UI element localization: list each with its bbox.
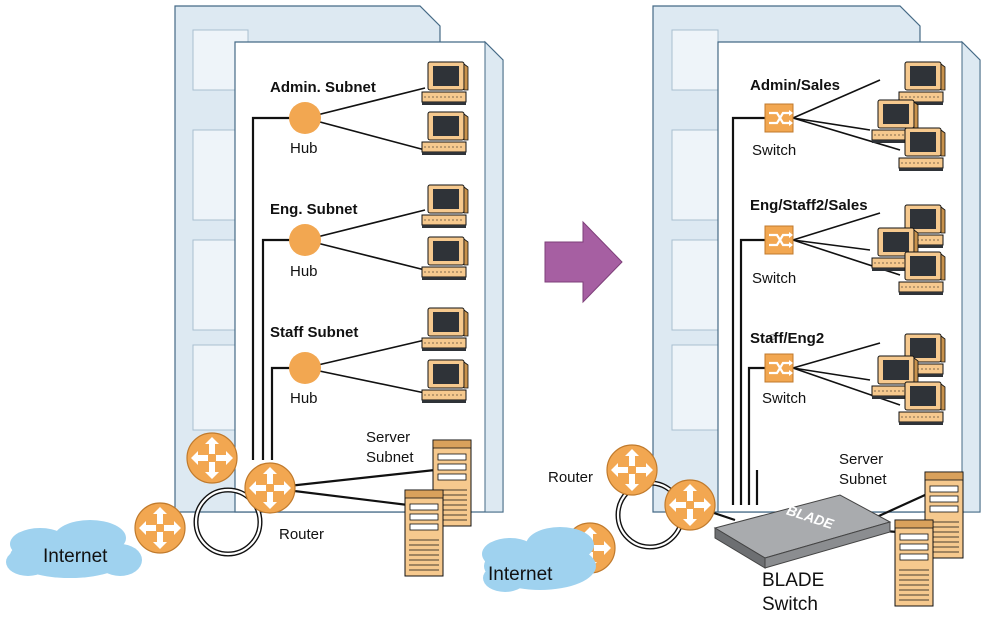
blade-switch-label: Switch <box>762 594 818 615</box>
subnet-label: Eng. Subnet <box>270 201 358 218</box>
hub-icon <box>289 224 321 256</box>
left-wiring <box>193 87 436 557</box>
switch-icon <box>763 352 795 384</box>
server-label: Server <box>366 429 410 446</box>
hub-icon <box>289 352 321 384</box>
switch-label: Switch <box>752 142 796 159</box>
hub-label: Hub <box>290 140 318 157</box>
computer-icon <box>421 184 469 229</box>
hub-icon <box>289 102 321 134</box>
switch-icon <box>763 102 795 134</box>
blade-switch-icon: BLADE <box>713 333 892 569</box>
computer-icon <box>898 127 946 172</box>
internet-label: Internet <box>43 546 108 567</box>
server-icon <box>894 519 934 607</box>
left-cloud <box>6 520 142 578</box>
server-label: Server <box>839 451 883 468</box>
hub-label: Hub <box>290 390 318 407</box>
arrow-icon <box>544 220 623 304</box>
switch-label: Switch <box>762 390 806 407</box>
right-cloud <box>482 527 596 592</box>
computer-icon <box>898 61 946 106</box>
computer-icon <box>421 307 469 352</box>
router-icon <box>134 502 186 554</box>
subnet-label: Eng/Staff2/Sales <box>750 197 868 214</box>
server-icon <box>404 489 444 577</box>
computer-icon <box>421 61 469 106</box>
router-icon <box>186 432 238 484</box>
router-label: Router <box>548 469 593 486</box>
router-label: Router <box>279 526 324 543</box>
blade-switch-label: BLADE <box>762 570 824 591</box>
router-icon <box>606 444 658 496</box>
switch-icon <box>763 224 795 256</box>
switch-label: Switch <box>752 270 796 287</box>
internet-label: Internet <box>488 564 553 585</box>
router-icon <box>664 479 716 531</box>
subnet-label: Staff/Eng2 <box>750 330 824 347</box>
computer-icon <box>421 359 469 404</box>
router-icon <box>244 462 296 514</box>
hub-label: Hub <box>290 263 318 280</box>
computer-icon <box>898 251 946 296</box>
computer-icon <box>421 236 469 281</box>
computer-icon <box>898 381 946 426</box>
server-label: Subnet <box>839 471 887 488</box>
left-hubs <box>289 102 321 384</box>
left-labels: Admin. Subnet Hub Eng. Subnet Hub Staff … <box>43 79 414 567</box>
server-label: Subnet <box>366 449 414 466</box>
subnet-label: Staff Subnet <box>270 324 358 341</box>
computer-icon <box>421 111 469 156</box>
right-labels: Admin/Sales Switch Eng/Staff2/Sales Swit… <box>488 77 887 615</box>
subnet-label: Admin/Sales <box>750 77 840 94</box>
subnet-label: Admin. Subnet <box>270 79 376 96</box>
